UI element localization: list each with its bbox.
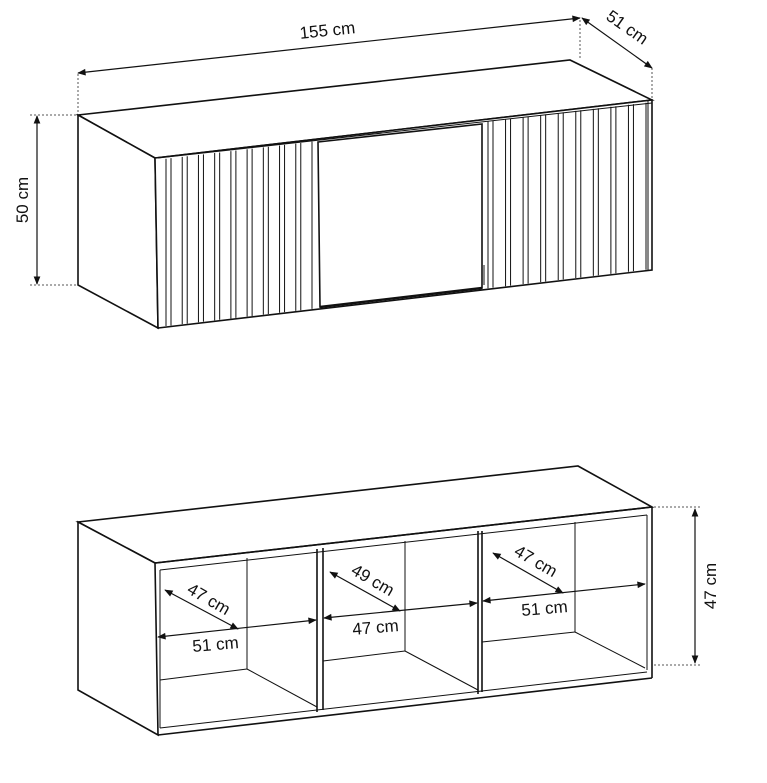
middle-flat-door (317, 123, 483, 308)
middle-depth-label: 49 cm (348, 560, 398, 600)
right-fluted-door (487, 102, 647, 289)
height-label: 50 cm (13, 177, 32, 223)
right-depth-label: 47 cm (511, 541, 561, 581)
open-cabinet-top-face (75, 465, 655, 564)
left-fluted-door (165, 141, 313, 327)
width-label: 155 cm (299, 18, 356, 43)
open-cabinet: 47 cm 47 cm 51 cm 49 cm 47 cm 47 cm 51 c… (75, 465, 720, 737)
compartment-interiors (159, 522, 646, 708)
right-width-label: 51 cm (521, 597, 569, 620)
width-dimension-line (77, 15, 581, 76)
depth-dimension-line (581, 17, 653, 69)
left-width-label: 51 cm (192, 633, 240, 656)
open-height-label: 47 cm (701, 563, 720, 609)
middle-width-label: 47 cm (352, 616, 400, 639)
partition-right (477, 531, 483, 694)
depth-label: 51 cm (603, 6, 652, 48)
closed-cabinet: 155 cm 51 cm 50 cm (13, 6, 655, 330)
partition-left (316, 548, 324, 712)
